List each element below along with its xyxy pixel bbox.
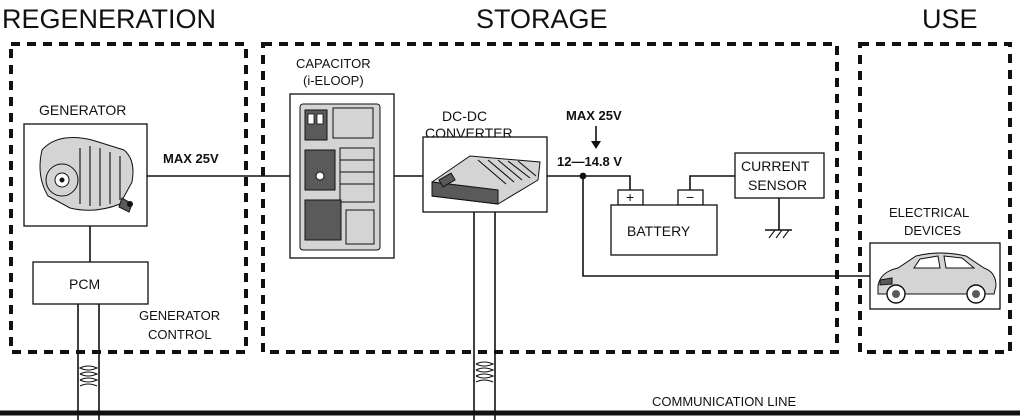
storage-boundary <box>261 42 839 354</box>
capacitor-box <box>289 93 395 259</box>
electrical-devices-box <box>869 242 1001 310</box>
current-sensor-label-line1: CURRENT <box>741 158 810 174</box>
pcm-box: PCM <box>32 261 149 305</box>
section-title-storage: STORAGE <box>476 4 608 34</box>
wire-battery-minus-sensor <box>689 175 735 190</box>
communication-line-label: COMMUNICATION LINE <box>652 394 797 409</box>
converter-output-voltage-label: 12—14.8 V <box>557 154 622 169</box>
dcdc-label-line1: DC-DC <box>442 108 487 124</box>
generator-control-label-line1: GENERATOR <box>139 308 220 323</box>
converter-comm-cable <box>473 212 496 420</box>
battery-label: BATTERY <box>627 223 691 239</box>
pcm-label: PCM <box>69 276 100 292</box>
generator-voltage-label: MAX 25V <box>163 151 219 166</box>
battery-box: + − BATTERY <box>610 189 718 256</box>
dcdc-converter-box <box>422 136 548 213</box>
capacitor-module-icon <box>299 103 381 251</box>
wire-junction-battery-plus <box>583 175 631 190</box>
use-boundary <box>858 42 1012 354</box>
section-title-use: USE <box>922 4 978 34</box>
electrical-devices-label-line1: ELECTRICAL <box>889 205 969 220</box>
generator-box <box>23 123 148 227</box>
ground-icon <box>765 229 792 239</box>
dc-dc-converter-icon <box>431 155 541 205</box>
battery-minus-label: − <box>686 189 694 205</box>
generator-control-label-line2: CONTROL <box>148 327 212 342</box>
battery-plus-label: + <box>626 189 634 205</box>
voltage-arrow <box>591 126 601 149</box>
current-sensor-box: CURRENT SENSOR <box>734 152 825 199</box>
regeneration-boundary <box>9 42 248 354</box>
car-icon <box>877 252 997 304</box>
current-sensor-label-line2: SENSOR <box>748 177 807 193</box>
wire-junction-dot <box>579 172 587 180</box>
converter-input-voltage-label: MAX 25V <box>566 108 622 123</box>
section-title-regeneration: REGENERATION <box>2 4 216 34</box>
capacitor-label-line2: (i-ELOOP) <box>303 73 364 88</box>
alternator-icon <box>39 137 134 213</box>
pcm-comm-cable <box>77 304 100 420</box>
capacitor-label-line1: CAPACITOR <box>296 56 371 71</box>
wire-junction-devices <box>582 176 870 277</box>
generator-label: GENERATOR <box>39 102 126 118</box>
electrical-devices-label-line2: DEVICES <box>904 223 961 238</box>
